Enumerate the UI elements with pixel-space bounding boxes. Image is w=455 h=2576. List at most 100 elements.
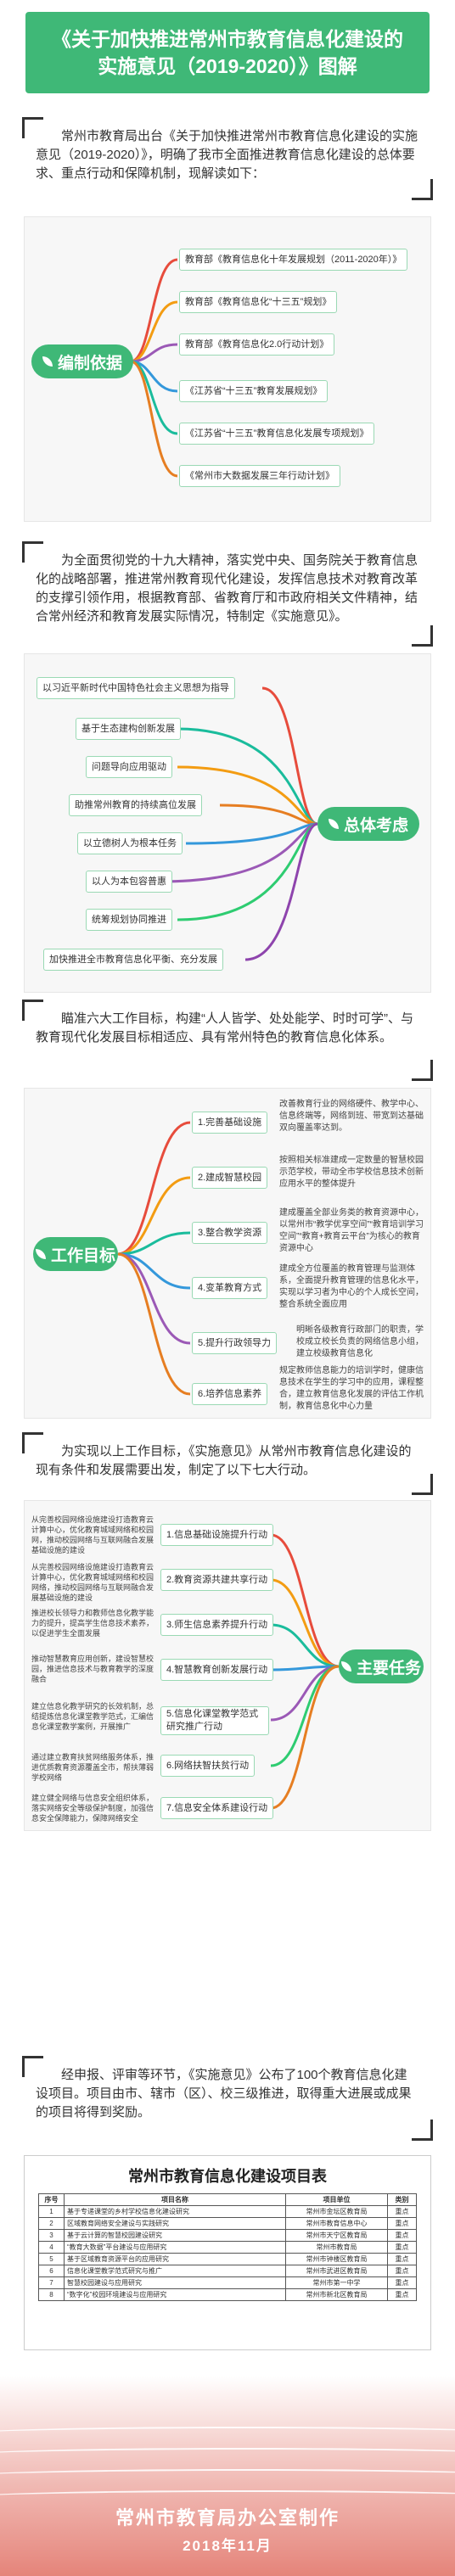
- table-cell: 重点: [387, 2276, 417, 2289]
- basis-item: 教育部《教育信息化2.0行动计划》: [179, 333, 335, 356]
- goal-desc: 改善教育行业的网络硬件、教学中心、信息终端等，网络到班、带宽到达基础双向覆盖率达…: [279, 1100, 424, 1133]
- task-item: 4.智慧教育创新发展行动: [160, 1659, 274, 1681]
- mindmap-considerations-branches: [160, 686, 318, 961]
- hub-tasks: 主要任务: [339, 1649, 424, 1683]
- goal-item: 4.变革教育方式: [192, 1277, 268, 1299]
- header-banner: 《关于加快推进常州市教育信息化建设的实施意见（2019-2020）》图解: [25, 12, 430, 93]
- task-desc: 通过建立教育扶贫网络服务体系，推进优质教育资源覆盖全市，帮扶薄弱学校网络: [31, 1753, 154, 1782]
- table-cell: 常州市第一中学: [285, 2276, 388, 2289]
- running-track-line: [0, 2427, 455, 2444]
- task-item: 6.网络扶智扶贫行动: [160, 1755, 256, 1777]
- leaf-icon: [42, 356, 53, 367]
- intro-text-5-body: 经申报、评审等环节，《实施意见》公布了100个教育信息化建设项目。项目由市、辖市…: [36, 2068, 412, 2120]
- task-desc: 建立信息化教学研究的长效机制，总结提炼信息化课堂教学范式，汇编信息化课堂教学案例…: [31, 1702, 154, 1731]
- goal-desc: 规定教师信息能力的培训学时，健康信息技术在学生的学习中的应用，课程整合，建立教育…: [279, 1366, 424, 1411]
- basis-item: 教育部《教育信息化“十三五”规划》: [179, 291, 338, 313]
- table-cell: 信息化课堂教学范式研究与推广: [64, 2265, 286, 2277]
- goal-item: 1.完善基础设施: [192, 1112, 268, 1134]
- leaf-icon: [340, 1661, 351, 1672]
- intro-text-5: 经申报、评审等环节，《实施意见》公布了100个教育信息化建设项目。项目由市、辖市…: [22, 2056, 433, 2141]
- table-cell: 重点: [387, 2288, 417, 2301]
- table-cell: 3: [38, 2229, 65, 2242]
- goal-item: 6.培养信息素养: [192, 1383, 268, 1405]
- table-row: 5 基于区域教育资源平台的应用研究 常州市钟楼区教育局 重点: [38, 2253, 417, 2265]
- hub-basis: 编制依据: [31, 344, 133, 378]
- project-table-panel: 常州市教育信息化建设项目表 序号 项目名称 项目单位 类别 1 基于专递课堂的乡…: [24, 2155, 431, 2350]
- table-row: 2 区域教育网络安全建设与实践研究 常州市教育信息中心 重点: [38, 2217, 417, 2230]
- project-table-title: 常州市教育信息化建设项目表: [128, 2168, 327, 2186]
- consideration-item: 助推常州教育的持续高位发展: [69, 794, 202, 816]
- table-cell: 常州市武进区教育局: [285, 2265, 388, 2277]
- mindmap-basis: 编制依据 教育部《教育信息化十年发展规划（2011-2020年）》 教育部《教育…: [24, 216, 431, 522]
- table-cell: 重点: [387, 2241, 417, 2254]
- intro-text-1: 常州市教育局出台《关于加快推进常州市教育信息化建设的实施意见（2019-2020…: [22, 117, 433, 200]
- table-cell: 重点: [387, 2265, 417, 2277]
- mindmap-tasks: 从完善校园网络设施建设打造教育云计算中心，优化教育城域网络和校园网，推动校园网络…: [24, 1500, 431, 1831]
- intro-text-1-body: 常州市教育局出台《关于加快推进常州市教育信息化建设的实施意见（2019-2020…: [36, 129, 418, 181]
- intro-text-2: 为全面贯彻党的十九大精神，落实党中央、国务院关于教育信息化的战略部署，推进常州教…: [22, 541, 433, 647]
- table-row: 3 基于云计算的智慧校园建设研究 常州市天宁区教育局 重点: [38, 2229, 417, 2242]
- consideration-item: 加快推进全市教育信息化平衡、充分发展: [43, 949, 223, 971]
- intro-text-3-body: 瞄准六大工作目标，构建“人人皆学、处处能学、时时可学”、与教育现代化发展目标相适…: [36, 1011, 413, 1044]
- footer-banner: 常州市教育局办公室制作 2018年11月: [0, 2376, 455, 2576]
- table-row: 6 信息化课堂教学范式研究与推广 常州市武进区教育局 重点: [38, 2265, 417, 2277]
- goal-desc: 建成覆盖全部业务类的教育资源中心，以常州市“教学优享空间”“教育培训学习空间”“…: [279, 1208, 424, 1253]
- footer-date: 2018年11月: [183, 2538, 272, 2554]
- goal-item: 3.整合教学资源: [192, 1222, 268, 1244]
- table-cell: 重点: [387, 2205, 417, 2218]
- table-row: 1 基于专递课堂的乡村学校信息化建设研究 常州市金坛区教育局 重点: [38, 2205, 417, 2218]
- table-cell: 重点: [387, 2229, 417, 2242]
- table-cell: 常州市金坛区教育局: [285, 2205, 388, 2218]
- table-header: 类别: [387, 2193, 417, 2206]
- table-cell: 常州市钟楼区教育局: [285, 2253, 388, 2265]
- leaf-icon: [328, 819, 339, 829]
- task-item: 5.信息化课堂教学范式研究推广行动: [160, 1706, 269, 1735]
- hub-considerations: 总体考虑: [317, 807, 419, 841]
- intro-text-4-body: 为实现以上工作目标，《实施意见》从常州市教育信息化建设的现有条件和发展需要出发，…: [36, 1444, 412, 1477]
- mindmap-goals-branches: [117, 1121, 191, 1396]
- goal-desc: 按照相关标准建成一定数量的智慧校园示范学校，带动全市学校信息技术创新应用水平的整…: [279, 1156, 424, 1189]
- table-cell: “数字化”校园环境建设与应用研究: [64, 2288, 286, 2301]
- task-item: 3.师生信息素养提升行动: [160, 1614, 274, 1636]
- table-cell: 8: [38, 2288, 65, 2301]
- hub-tasks-label: 主要任务: [356, 1659, 421, 1677]
- hub-basis-label: 编制依据: [57, 354, 122, 372]
- consideration-item: 基于生态建构创新发展: [76, 718, 181, 740]
- task-desc: 建立健全网络与信息安全组织体系，落实网络安全等级保护制度，加强信息安全保障能力，…: [31, 1794, 154, 1823]
- table-cell: 1: [38, 2205, 65, 2218]
- running-track-line: [0, 2490, 455, 2507]
- basis-item: 教育部《教育信息化十年发展规划（2011-2020年）》: [179, 249, 408, 271]
- table-cell: 5: [38, 2253, 65, 2265]
- table-cell: 7: [38, 2276, 65, 2289]
- footer-org: 常州市教育局办公室制作: [115, 2507, 340, 2528]
- running-track-line: [0, 2469, 455, 2486]
- task-desc: 从完善校园网络设施建设打造教育云计算中心，优化教育城域网络和校园网，推动校园网络…: [31, 1515, 154, 1554]
- table-cell: 基于云计算的智慧校园建设研究: [64, 2229, 286, 2242]
- goal-desc: 明晰各级教育行政部门的职责，学校成立校长负责的网络信息小组，建立校级教育信息化: [296, 1325, 424, 1358]
- hub-considerations-label: 总体考虑: [343, 816, 408, 835]
- basis-item: 《常州市大数据发展三年行动计划》: [179, 465, 340, 487]
- goal-item: 5.提升行政领导力: [192, 1332, 278, 1354]
- consideration-item: 以立德树人为根本任务: [77, 832, 183, 854]
- task-item: 1.信息基础设施提升行动: [160, 1524, 274, 1546]
- table-header-row: 序号 项目名称 项目单位 类别: [38, 2193, 417, 2206]
- table-cell: “教育大数据”平台建设与应用研究: [64, 2241, 286, 2254]
- table-cell: 基于专递课堂的乡村学校信息化建设研究: [64, 2205, 286, 2218]
- table-cell: 重点: [387, 2217, 417, 2230]
- hub-goals-label: 工作目标: [50, 1246, 115, 1265]
- consideration-item: 统筹规划协同推进: [86, 909, 172, 931]
- mindmap-goals: 工作目标 1.完善基础设施 改善教育行业的网络硬件、教学中心、信息终端等，网络到…: [24, 1088, 431, 1419]
- table-cell: 2: [38, 2217, 65, 2230]
- project-table: 序号 项目名称 项目单位 类别 1 基于专递课堂的乡村学校信息化建设研究 常州市…: [38, 2193, 417, 2301]
- basis-item: 《江苏省“十三五”教育信息化发展专项规划》: [179, 423, 375, 445]
- hub-goals: 工作目标: [33, 1237, 118, 1271]
- intro-text-3: 瞄准六大工作目标，构建“人人皆学、处处能学、时时可学”、与教育现代化发展目标相适…: [22, 1000, 433, 1081]
- consideration-item: 问题导向应用驱动: [86, 756, 172, 778]
- mindmap-considerations: 以习近平新时代中国特色社会主义思想为指导 基于生态建构创新发展 问题导向应用驱动…: [24, 653, 431, 993]
- table-row: 4 “教育大数据”平台建设与应用研究 常州市教育局 重点: [38, 2241, 417, 2254]
- table-cell: 常州市教育信息中心: [285, 2217, 388, 2230]
- goal-item: 2.建成智慧校园: [192, 1167, 268, 1189]
- table-cell: 重点: [387, 2253, 417, 2265]
- table-header: 项目名称: [64, 2193, 286, 2206]
